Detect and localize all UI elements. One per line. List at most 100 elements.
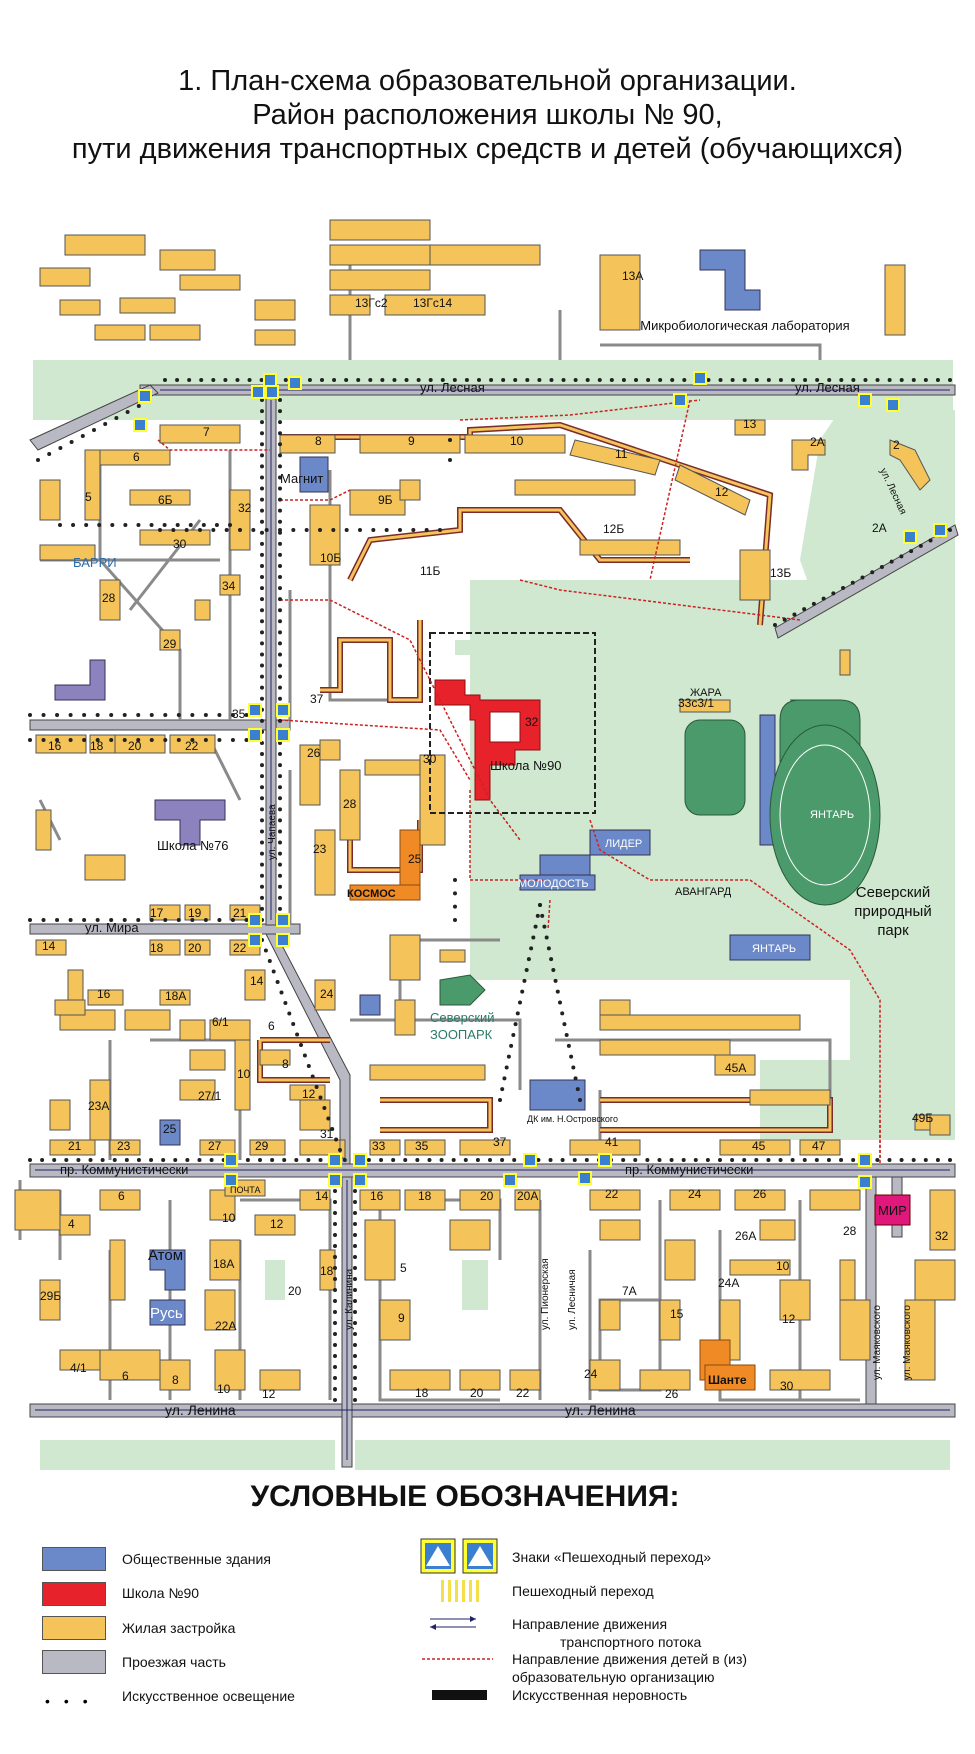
light-dot [306, 1158, 311, 1162]
house-number-h12c: 12 [302, 1087, 316, 1101]
light-dot [203, 738, 208, 742]
light-dot [278, 696, 282, 701]
light-dot [230, 713, 235, 717]
pedestrian-sign-icon [328, 1173, 342, 1187]
legend-swatch-lighting: ••• [45, 1693, 102, 1709]
house-number-h23: 23 [313, 842, 327, 856]
light-dot [681, 1158, 686, 1162]
house-number-h8b: 8 [282, 1057, 289, 1071]
house-number-h22: 22 [185, 739, 199, 753]
house-number-h7a: 7А [622, 1284, 637, 1298]
light-dot [260, 685, 264, 690]
light-dot [244, 738, 249, 742]
light-dot [525, 378, 530, 382]
light-dot [275, 980, 280, 984]
label-shante: Шанте [708, 1373, 747, 1387]
light-dot [918, 543, 923, 548]
light-dot [322, 1106, 327, 1110]
light-dot [500, 1158, 505, 1162]
light-dot [566, 1043, 571, 1048]
light-dot [211, 528, 216, 532]
light-dot [353, 1277, 357, 1281]
light-dot [176, 918, 181, 922]
light-dot [415, 1158, 420, 1162]
light-dot [163, 713, 168, 717]
light-dot [287, 1011, 292, 1016]
light-dot [149, 1158, 154, 1162]
light-dot [831, 591, 836, 596]
pedestrian-sign-icon [263, 373, 277, 387]
label-dk: ДК им. Н.Островского [527, 1114, 618, 1124]
light-dot [870, 570, 875, 575]
light-dot [778, 1158, 783, 1162]
light-dot [260, 519, 264, 524]
light-dot [353, 1233, 357, 1237]
light-dot [278, 796, 282, 801]
house-number-h26b: 26 [753, 1187, 767, 1201]
light-dot [41, 713, 46, 717]
light-dot [223, 378, 228, 382]
light-dot [669, 1158, 674, 1162]
light-dot [68, 918, 73, 922]
light-dot [353, 1343, 357, 1347]
house-number-h18a: 18А [165, 989, 186, 1003]
pedestrian-sign-icon [248, 933, 262, 947]
light-dot [58, 446, 63, 450]
pedestrian-sign-icon [523, 1153, 537, 1167]
light-dot [95, 918, 100, 922]
legend-kids-1: Направление движения детей в (из) [512, 1651, 748, 1667]
light-dot [136, 1158, 141, 1162]
light-dot [149, 713, 154, 717]
house-number-h24: 24 [320, 987, 334, 1001]
light-dot [278, 541, 282, 546]
house-number-h20c: 20 [480, 1189, 494, 1203]
light-dot [122, 713, 127, 717]
light-dot [333, 1255, 337, 1259]
light-dot [278, 652, 282, 657]
light-dot [41, 738, 46, 742]
house-number-h22a: 22А [215, 1319, 236, 1333]
light-dot [475, 1158, 480, 1162]
light-dot [333, 1354, 337, 1358]
light-dot [792, 612, 797, 617]
light-dot [260, 862, 264, 867]
light-dot [55, 713, 60, 717]
label-park-1: Северский [856, 884, 930, 901]
title-line-2: Район расположения школы № 90, [252, 99, 723, 131]
house-number-h2a: 2А [810, 435, 825, 449]
light-dot [199, 378, 204, 382]
light-dot [585, 378, 590, 382]
light-dot [187, 378, 192, 382]
light-dot [333, 1222, 337, 1226]
light-dot [260, 906, 264, 911]
light-dot [356, 378, 361, 382]
light-dot [538, 903, 542, 907]
light-dot [299, 1043, 303, 1047]
light-dot [371, 528, 376, 532]
light-dot [511, 1033, 516, 1037]
light-dot [353, 1299, 357, 1303]
legend-swatch-school [42, 1582, 106, 1606]
pedestrian-signs [133, 371, 947, 1189]
light-dot [438, 528, 442, 532]
label-school76: Школа №76 [157, 838, 229, 853]
light-dot [52, 1158, 57, 1162]
house-number-h8c: 8 [172, 1373, 179, 1387]
pedestrian-sign-icon [933, 523, 947, 537]
light-dot [353, 1200, 357, 1204]
house-number-h30b: 30 [423, 752, 437, 766]
light-dot [217, 713, 222, 717]
light-dot [209, 1158, 214, 1162]
house-number-h5b: 5 [400, 1261, 407, 1275]
light-dot [851, 1158, 856, 1162]
light-dot [278, 409, 282, 414]
house-number-h18b: 18 [150, 941, 164, 955]
house-number-h4_1: 4/1 [70, 1361, 87, 1375]
light-dot [271, 969, 276, 974]
light-dot [791, 378, 795, 382]
light-dot [584, 1158, 589, 1162]
light-dot [41, 918, 46, 922]
street-lesnaya-1: ул. Лесная [420, 380, 485, 395]
light-dot [718, 378, 723, 382]
street-lesnaya-2: ул. Лесная [795, 380, 860, 395]
